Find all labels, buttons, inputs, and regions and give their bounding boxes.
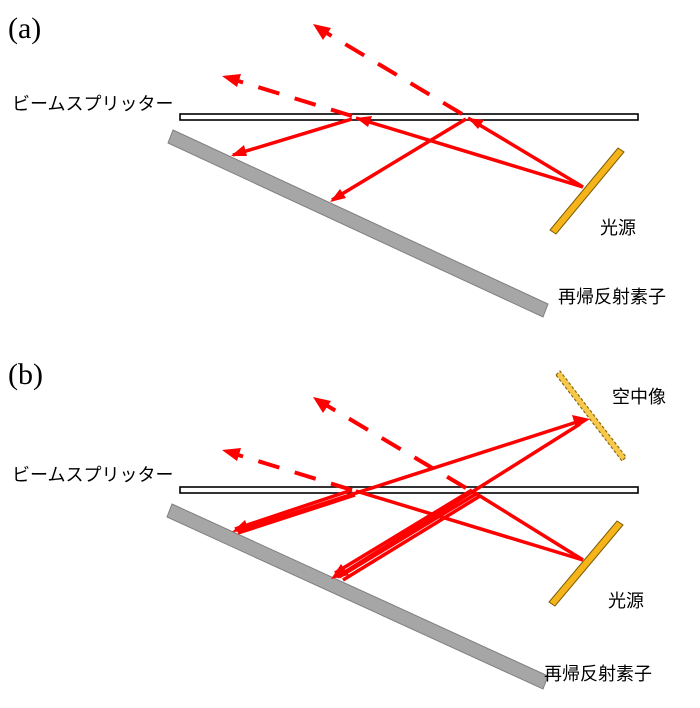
panel-a-tag: (a)	[8, 12, 41, 45]
panel-b-ray-to-aerial-upper	[237, 419, 581, 533]
panel-a: (a) ビームスプリッター 再帰反射素子 光源	[8, 12, 666, 318]
panel-b-ray-arrowhead	[572, 415, 590, 428]
panel-a-ray-source-to-splitter-right	[467, 116, 584, 189]
panel-b-beam-splitter	[179, 486, 639, 494]
panel-a-ray-arrowhead	[330, 189, 346, 202]
panel-b-retroreflector	[166, 503, 549, 690]
panel-a-ray-transmitted-right	[323, 30, 464, 116]
panel-a-beam-splitter-label: ビームスプリッター	[12, 94, 173, 115]
panel-a-light-source	[549, 147, 625, 235]
panel-b-ray-source-to-splitter-right	[471, 489, 584, 562]
panel-a-ray-arrowhead	[313, 24, 331, 40]
panel-b: (b) ビームスプリッター 再帰反射素子 光源 空中像	[8, 358, 666, 690]
panel-a-ray-arrowhead	[468, 118, 484, 129]
panel-b-light-source-label: 光源	[608, 591, 644, 612]
panel-b-ray-to-aerial-lower	[336, 422, 581, 579]
panel-a-ray-transmitted-left	[234, 78, 353, 118]
panel-b-aerial-image	[555, 370, 627, 462]
panel-a-ray-reflected-right	[331, 117, 467, 202]
panel-b-ray-arrowhead	[222, 448, 241, 461]
panel-b-ray-reflected-right	[334, 488, 473, 575]
panel-b-tag: (b)	[8, 358, 43, 391]
panel-a-ray-arrowhead	[222, 74, 241, 87]
panel-a-light-source-label: 光源	[600, 218, 636, 239]
panel-b-ray-reflected-right-return-2	[342, 494, 481, 582]
panel-b-ray-source-to-splitter-left	[355, 489, 584, 562]
panel-a-ray-source-to-splitter-left	[355, 116, 584, 189]
panel-b-light-source	[548, 520, 624, 607]
panel-a-ray-arrowhead	[231, 145, 247, 156]
panel-b-retroreflector-label: 再帰反射素子	[544, 664, 652, 685]
panel-b-ray-transmitted-left	[234, 452, 353, 492]
panel-a-beam-splitter	[179, 113, 639, 121]
panel-b-ray-reflected-left	[234, 488, 353, 531]
panel-b-ray-arrowhead	[331, 564, 349, 579]
panel-b-aerial-image-label: 空中像	[612, 387, 666, 408]
panel-a-retroreflector-label: 再帰反射素子	[558, 287, 666, 308]
panel-b-beam-splitter-label: ビームスプリッター	[12, 465, 173, 486]
panel-b-ray-transmitted-right	[324, 403, 468, 490]
panel-a-retroreflector	[167, 129, 549, 318]
panel-b-ray-arrowhead	[313, 397, 331, 413]
panel-a-ray-reflected-left	[232, 117, 353, 157]
panel-a-ray-arrowhead	[356, 116, 372, 127]
